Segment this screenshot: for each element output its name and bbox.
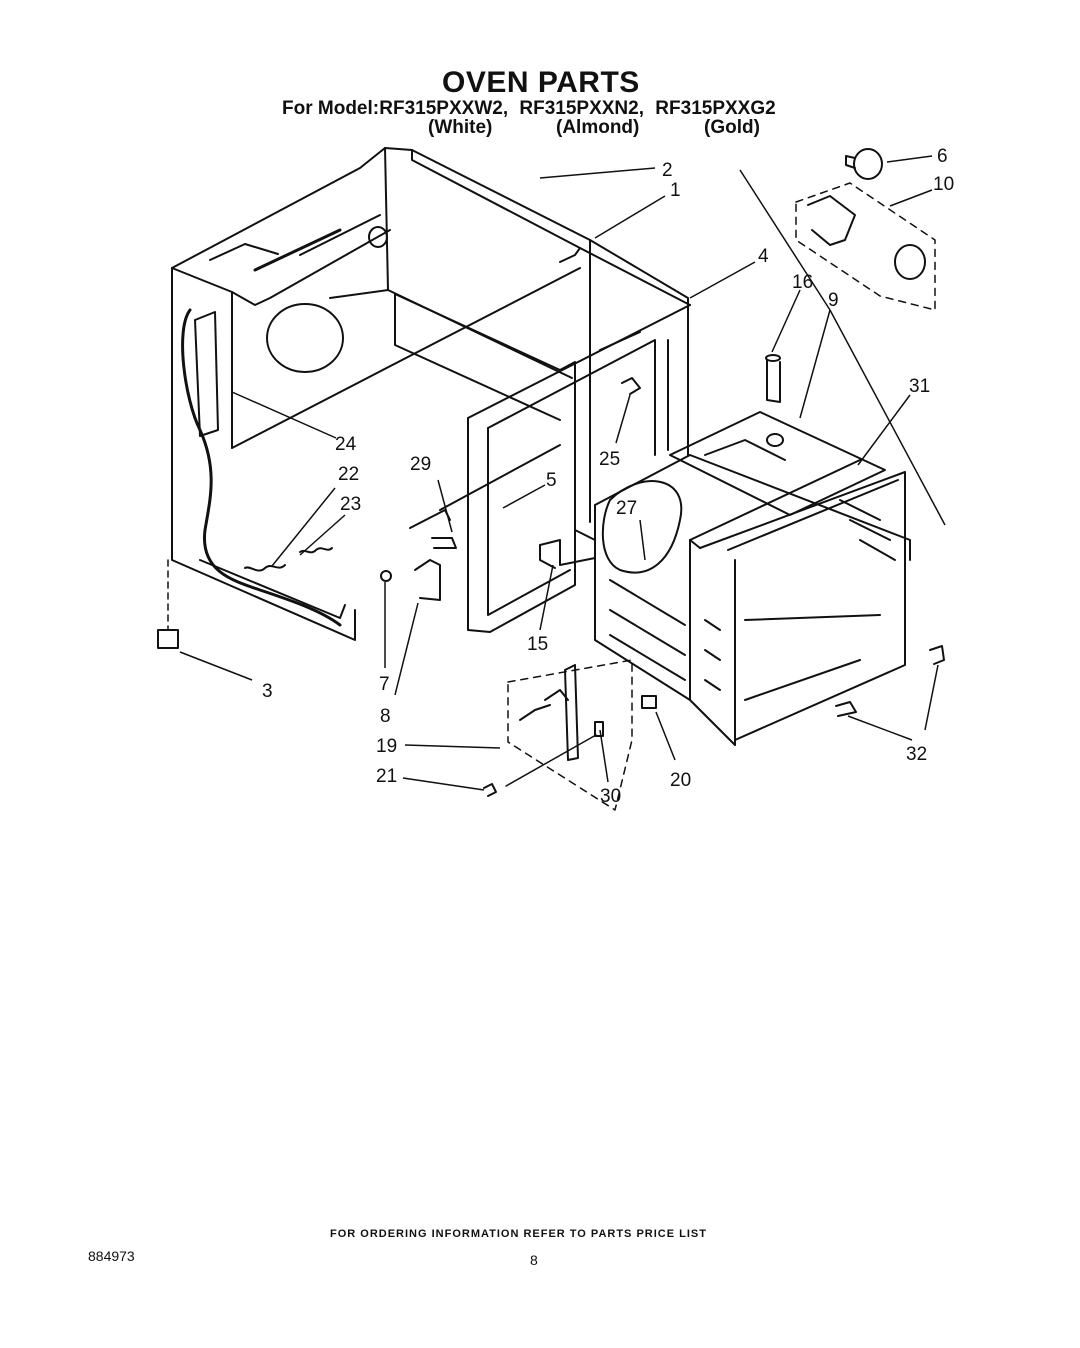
color-label: (Almond) [556,117,640,138]
ordering-note: FOR ORDERING INFORMATION REFER TO PARTS … [330,1228,707,1240]
model-list: For Model: RF315PXXW2, RF315PXXN2, RF315… [282,98,782,120]
model-number: RF315PXXG2 [655,98,776,119]
top-cover [669,411,886,516]
callout-number: 23 [340,494,361,515]
callout-number: 19 [376,736,397,757]
tube-16 [765,354,781,403]
callout-number: 8 [380,706,391,727]
callout-number: 25 [599,449,620,470]
callout-number: 9 [828,290,839,311]
callout-number: 32 [906,744,927,765]
light-bulb [845,148,883,180]
callout-number: 24 [335,434,357,455]
oven-body [171,147,691,641]
callout-number: 2 [662,160,673,181]
callout-number: 27 [616,498,637,519]
callout-leaders [179,155,946,791]
hinge-assembly [507,659,657,811]
callout-number: 16 [792,272,813,293]
callout-number: 5 [546,470,557,491]
callout-number: 31 [909,376,930,397]
callout-number: 3 [262,681,273,702]
color-label: (White) [428,117,493,138]
light-socket-assembly [795,182,936,311]
callout-number: 15 [527,634,548,655]
callout-number: 10 [933,174,954,195]
callout-number: 7 [379,674,390,695]
small-parts [157,377,945,797]
callout-number: 4 [758,246,769,267]
bracket-15 [539,529,596,569]
callout-number: 21 [376,766,397,787]
model-number: RF315PXXN2, [519,98,645,119]
document-number: 884973 [88,1248,135,1264]
oven-front-frame [409,304,691,633]
page-title: OVEN PARTS [442,66,640,99]
callout-number: 1 [670,180,681,201]
cutaway-27 [601,480,683,574]
model-number: RF315PXXW2, [379,98,509,119]
callout-number: 6 [937,146,948,167]
callout-number: 20 [670,770,691,791]
oven-liner [594,433,911,746]
color-label: (Gold) [704,117,760,138]
callout-number: 22 [338,464,359,485]
callout-number: 30 [600,786,621,807]
page-number: 8 [530,1252,538,1268]
callout-number: 29 [410,454,431,475]
model-label: For Model: [282,98,380,119]
